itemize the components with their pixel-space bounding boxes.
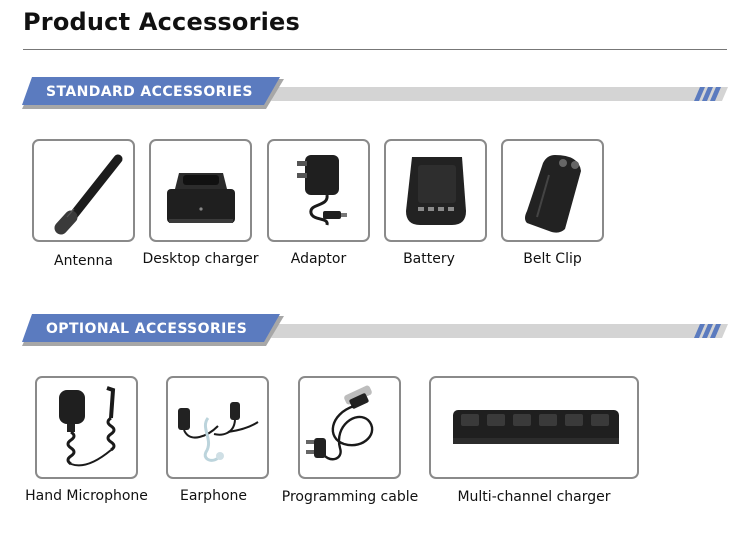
accessory-label: Antenna — [54, 253, 113, 269]
page-title: Product Accessories — [23, 8, 301, 36]
accessory-label: Battery — [403, 251, 455, 267]
accessory-label: Adaptor — [290, 251, 347, 267]
accessory-label: Desktop charger — [142, 251, 259, 267]
accessory-label: Multi-channel charger — [457, 489, 611, 505]
section-label: STANDARD ACCESSORIES — [46, 84, 253, 100]
accessory-label: Earphone — [180, 488, 247, 504]
battery-icon — [384, 139, 487, 242]
programming-cable-icon — [298, 376, 401, 479]
accessory-label: Belt Clip — [523, 251, 582, 267]
hand-microphone-icon — [35, 376, 138, 479]
adaptor-icon — [267, 139, 370, 242]
multi-channel-charger-icon — [429, 376, 639, 479]
standard-accessories-banner: STANDARD ACCESSORIES — [22, 77, 728, 111]
desktop-charger-icon — [149, 139, 252, 242]
title-divider — [23, 49, 727, 50]
accessory-label: Programming cable — [281, 489, 419, 505]
earphone-icon — [166, 376, 269, 479]
accessory-label: Hand Microphone — [25, 488, 148, 504]
optional-accessories-banner: OPTIONAL ACCESSORIES — [22, 314, 728, 348]
section-label: OPTIONAL ACCESSORIES — [46, 321, 248, 337]
antenna-icon — [32, 139, 135, 242]
belt-clip-icon — [501, 139, 604, 242]
